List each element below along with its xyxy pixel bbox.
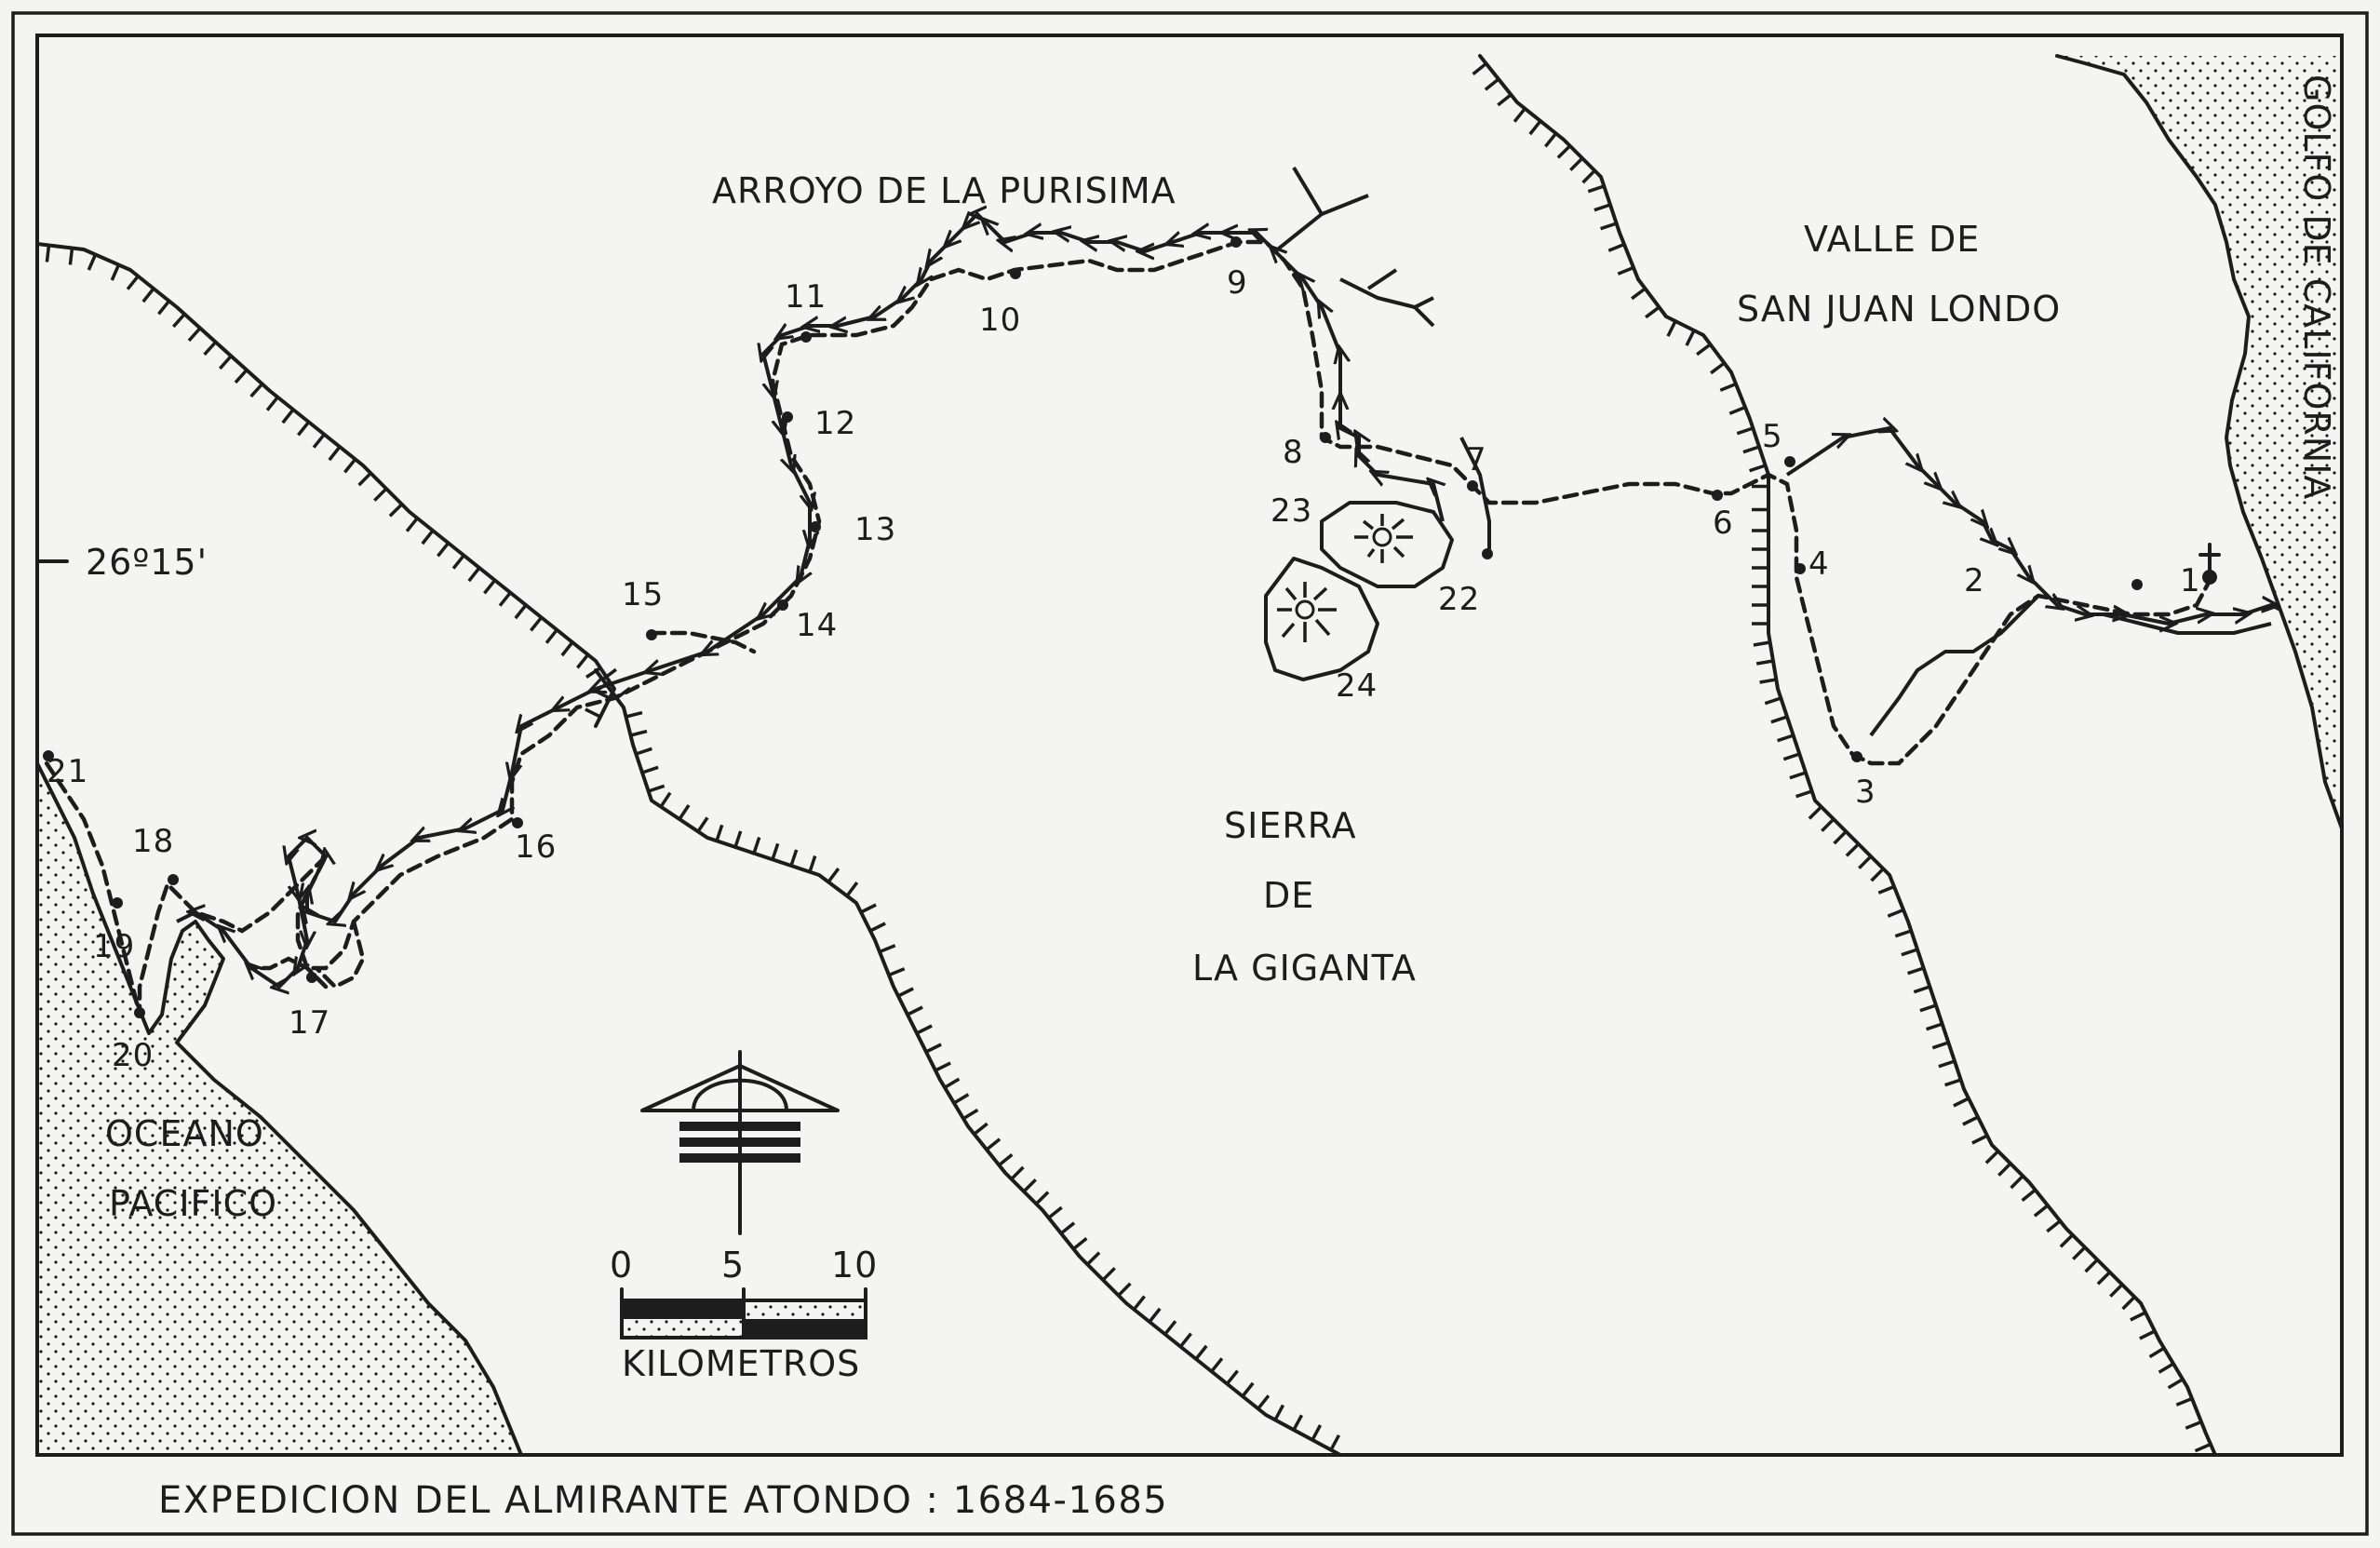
stop-label-16[interactable]: 16 [515, 828, 557, 866]
scale-segment-black-top [622, 1300, 744, 1319]
stop-label-4[interactable]: 4 [1809, 545, 1830, 583]
sierra-label-3: LA GIGANTA [1192, 948, 1417, 989]
escarpment-west [35, 242, 616, 728]
stop-dots [43, 236, 2143, 1018]
route-lower [249, 956, 329, 989]
scale-unit: KILOMETROS [622, 1343, 860, 1384]
gulf-sea [2057, 56, 2342, 828]
stop-label-8[interactable]: 8 [1283, 434, 1304, 471]
valley-river-north [1785, 428, 2281, 624]
outer-frame [11, 11, 2369, 1536]
valley-river-south [1869, 594, 2040, 737]
scale-tick-5: 5 [721, 1245, 745, 1286]
valley-label-1: VALLE DE [1804, 219, 1980, 260]
gulf-coast [2055, 54, 2344, 830]
stop-label-9[interactable]: 9 [1227, 264, 1248, 302]
lagoon-24 [1264, 557, 1379, 681]
latitude-label: 26º15' [86, 542, 208, 583]
pacific-sea [37, 763, 521, 1455]
map-frame [35, 34, 2344, 1457]
scale-bar[interactable] [620, 1287, 867, 1339]
arroyo-fork-d [1366, 268, 1398, 290]
valley-river-east [2103, 612, 2272, 635]
route-15 [649, 630, 757, 654]
scale-segment-dotted-bottom [622, 1319, 744, 1338]
scale-tick-10: 10 [831, 1245, 878, 1286]
stop-label-22[interactable]: 22 [1438, 581, 1480, 618]
stop-label-1[interactable]: 1 [2180, 562, 2201, 599]
scale-segment-black-bottom [744, 1319, 866, 1338]
stop-label-13[interactable]: 13 [854, 511, 896, 548]
escarpment-west-hachures [45, 245, 611, 719]
escarpment-east [1478, 54, 2217, 1457]
stop-label-14[interactable]: 14 [796, 607, 838, 644]
gulf-label: GOLFO DE CALIFORNIA [2296, 74, 2337, 500]
river-label: ARROYO DE LA PURISIMA [712, 170, 1177, 211]
mission-symbol [2198, 543, 2221, 585]
arroyo-fork-c [1339, 277, 1434, 309]
scale-segment-dotted-top [744, 1300, 866, 1319]
stop-label-12[interactable]: 12 [814, 405, 856, 442]
stop-label-5[interactable]: 5 [1762, 418, 1783, 455]
stop-labels: 1 2 3 4 5 6 7 8 9 10 11 12 13 14 15 16 1… [47, 264, 2201, 1074]
lagoon-23-center [1372, 527, 1392, 547]
lagoon-23-rays [1354, 514, 1413, 563]
stop-label-3[interactable]: 3 [1855, 774, 1876, 811]
stop-label-6[interactable]: 6 [1713, 505, 1734, 542]
lagoon-24-rays [1277, 582, 1337, 642]
scale-tick-0: 0 [610, 1245, 633, 1286]
compass-symbol [640, 1050, 840, 1235]
map-caption: EXPEDICION DEL ALMIRANTE ATONDO : 1684-1… [158, 1479, 1168, 1522]
ocean-label-2: PACIFICO [109, 1183, 277, 1224]
sierra-label-1: SIERRA [1224, 805, 1357, 846]
stop-label-21[interactable]: 21 [47, 753, 88, 790]
ocean-label-1: OCEANO [105, 1113, 264, 1154]
stop-label-20[interactable]: 20 [112, 1037, 154, 1074]
sierra-label-2: DE [1263, 875, 1314, 916]
stop-label-2[interactable]: 2 [1964, 562, 1985, 599]
stop-label-18[interactable]: 18 [132, 823, 174, 860]
stop-label-17[interactable]: 17 [289, 1004, 330, 1042]
expedition-route [44, 239, 2214, 1016]
stop-label-7[interactable]: 7 [1466, 441, 1487, 478]
valley-label-2: SAN JUAN LONDO [1737, 289, 2061, 330]
stop-label-24[interactable]: 24 [1336, 667, 1378, 705]
lagoon-23 [1320, 501, 1454, 588]
route-coast [44, 761, 329, 1016]
route-west-loop [314, 919, 366, 989]
stop-label-23[interactable]: 23 [1271, 492, 1312, 530]
escarpment-east-hachures [1472, 61, 2212, 1453]
stop-label-11[interactable]: 11 [785, 278, 827, 316]
arroyo-fork-e [1413, 305, 1435, 328]
arroyo-fork-b [1321, 194, 1369, 216]
stop-label-10[interactable]: 10 [979, 302, 1021, 339]
stop-label-19[interactable]: 19 [93, 928, 135, 965]
arroyo-fork-a [1273, 166, 1324, 253]
lagoon-24-center [1295, 599, 1315, 620]
stop-label-15[interactable]: 15 [622, 576, 664, 613]
route-main [295, 239, 2214, 971]
